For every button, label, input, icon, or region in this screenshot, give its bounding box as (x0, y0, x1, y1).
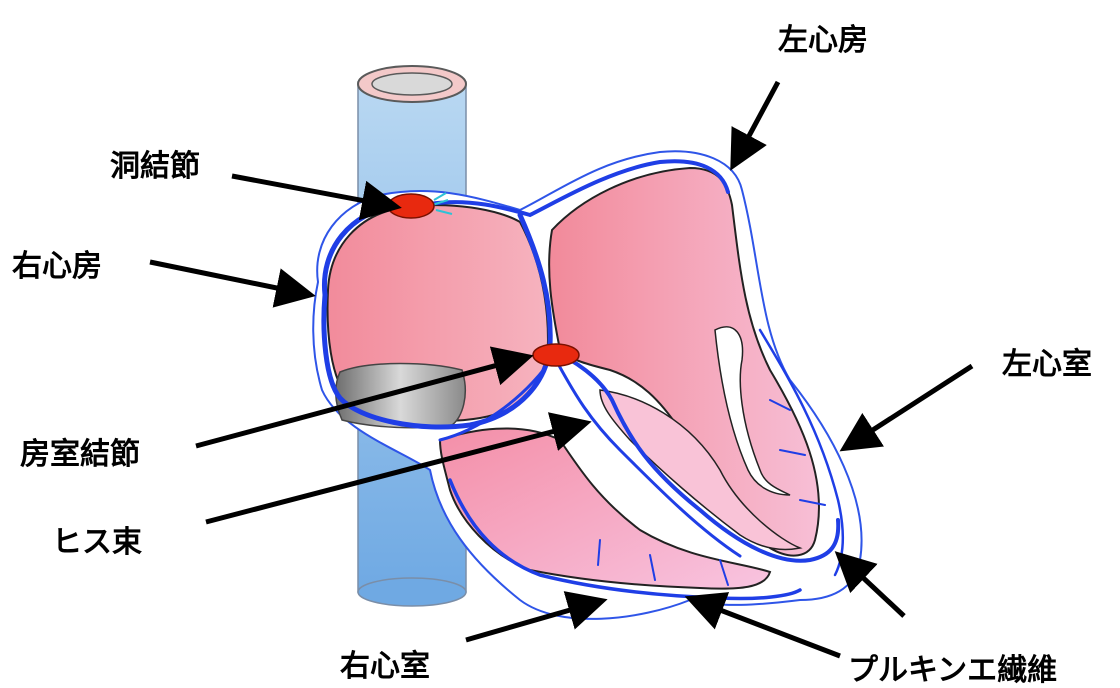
arrow-left-atrium (735, 82, 778, 162)
arrow-left-ventricle (848, 366, 972, 446)
label-purkinje-fibers: プルキンエ繊維 (848, 653, 1057, 688)
label-sa-node: 洞結節 (110, 149, 200, 184)
label-left-ventricle: 左心室 (1002, 347, 1092, 382)
valve-opening (336, 364, 466, 428)
label-left-atrium: 左心房 (778, 23, 868, 58)
label-right-ventricle: 右心室 (340, 649, 430, 684)
label-right-atrium: 右心房 (12, 249, 102, 284)
av-node-marker (533, 344, 579, 366)
label-his-bundle: ヒス束 (52, 525, 142, 560)
sa-node-marker (388, 194, 434, 218)
label-av-node: 房室結節 (20, 437, 140, 472)
arrow-right-atrium (150, 262, 306, 294)
arrow-purkinje-2 (842, 558, 904, 616)
arrow-purkinje-1 (694, 600, 840, 656)
